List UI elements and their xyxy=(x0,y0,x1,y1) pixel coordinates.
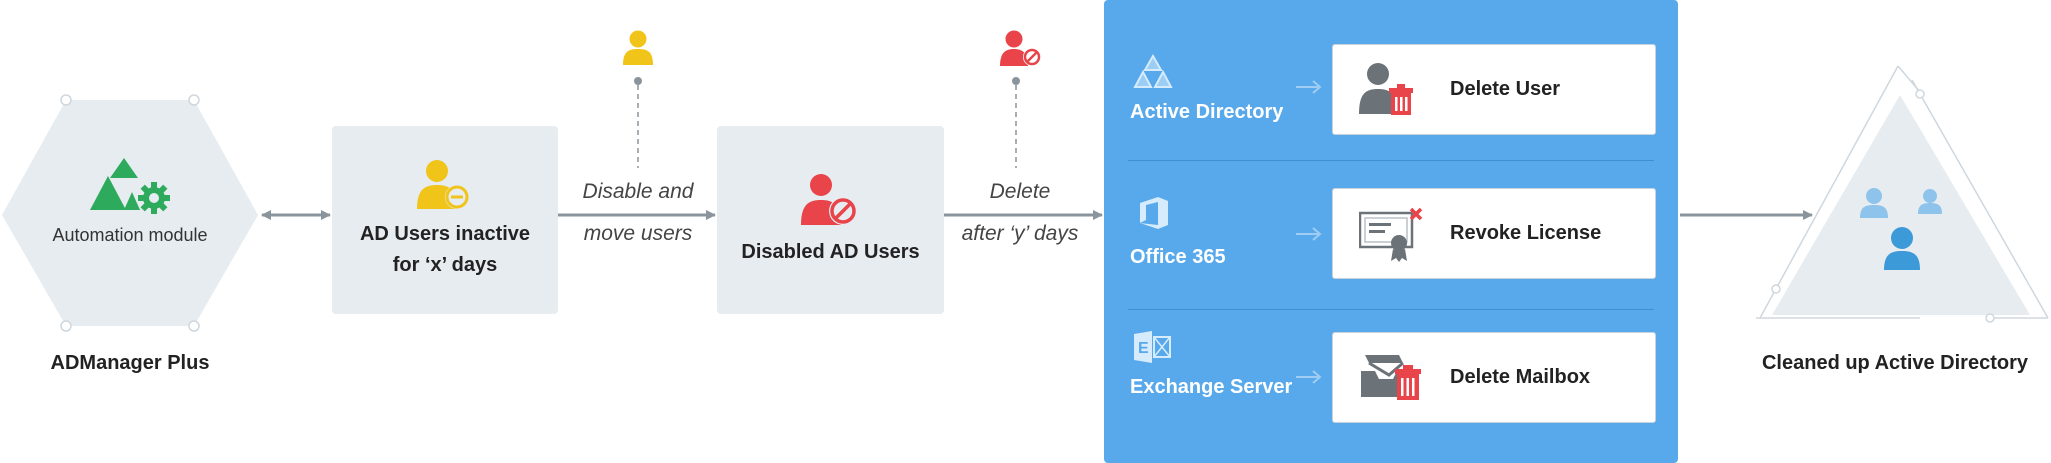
triangle-node xyxy=(1915,89,1925,99)
triangle-node xyxy=(1771,284,1781,294)
pin-dot xyxy=(634,77,642,85)
automation-gear-icon xyxy=(90,158,170,214)
exchange-server-icon: E xyxy=(1134,331,1171,363)
user-icon xyxy=(623,30,653,65)
triangle-outline xyxy=(1862,66,1922,70)
delete-line2: after ‘y’ days xyxy=(961,222,1079,245)
panel-divider xyxy=(1128,309,1654,310)
office-365-icon xyxy=(1140,197,1168,229)
cleanup-actions-panel: Active Directory Delete User Office 365 xyxy=(1104,0,1678,463)
service-name-active-directory: Active Directory xyxy=(1130,101,1284,123)
triangle-node xyxy=(1985,313,1995,323)
license-revoke-icon xyxy=(1359,207,1423,262)
cleaned-up-ad-caption: Cleaned up Active Directory xyxy=(1761,352,2028,374)
action-label-delete-mailbox: Delete Mailbox xyxy=(1450,366,1591,388)
cleanup-triangle xyxy=(1772,95,2030,315)
inactive-users-line1: AD Users inactive xyxy=(359,223,531,245)
action-card-revoke-license: Revoke License xyxy=(1332,188,1656,279)
small-arrow-icon xyxy=(1296,227,1322,241)
action-label-revoke-license: Revoke License xyxy=(1450,222,1602,244)
service-name-exchange-server: Exchange Server xyxy=(1130,376,1293,398)
user-delete-icon xyxy=(1359,63,1413,115)
automation-hexagon xyxy=(2,100,258,326)
action-card-delete-user: Delete User xyxy=(1332,44,1656,135)
disable-move-line1: Disable and xyxy=(582,180,694,203)
user-minus-icon xyxy=(417,160,469,209)
inactive-users-box: AD Users inactive for ‘x’ days xyxy=(332,126,558,314)
users-triangle-icon xyxy=(1860,188,1942,270)
active-directory-icon xyxy=(1133,54,1173,88)
triangle-outline-line xyxy=(1759,65,1899,319)
disable-move-line2: move users xyxy=(583,222,693,245)
small-arrow-icon xyxy=(1296,370,1322,384)
small-arrow-icon xyxy=(1296,80,1322,94)
disabled-users-label: Disabled AD Users xyxy=(741,240,920,263)
action-label-delete-user: Delete User xyxy=(1450,78,1561,100)
delete-line1: Delete xyxy=(989,180,1051,203)
hexagon-node xyxy=(188,320,200,332)
inactive-users-line2: for ‘x’ days xyxy=(392,254,498,276)
service-name-office-365: Office 365 xyxy=(1130,246,1226,268)
pin-dot xyxy=(1012,77,1020,85)
panel-divider xyxy=(1128,160,1654,161)
automation-module-label: Automation module xyxy=(52,225,208,245)
hexagon-node xyxy=(60,320,72,332)
svg-text:E: E xyxy=(1138,340,1149,357)
hexagon-node xyxy=(60,94,72,106)
admanager-plus-caption: ADManager Plus xyxy=(50,352,210,374)
action-card-delete-mailbox: Delete Mailbox xyxy=(1332,332,1656,423)
triangle-outline-line xyxy=(1911,79,2049,319)
user-blocked-icon xyxy=(800,173,857,225)
user-blocked-icon-small xyxy=(1000,30,1041,66)
hexagon-node xyxy=(188,94,200,106)
disabled-users-box: Disabled AD Users xyxy=(717,126,944,314)
mailbox-delete-icon xyxy=(1361,355,1421,400)
